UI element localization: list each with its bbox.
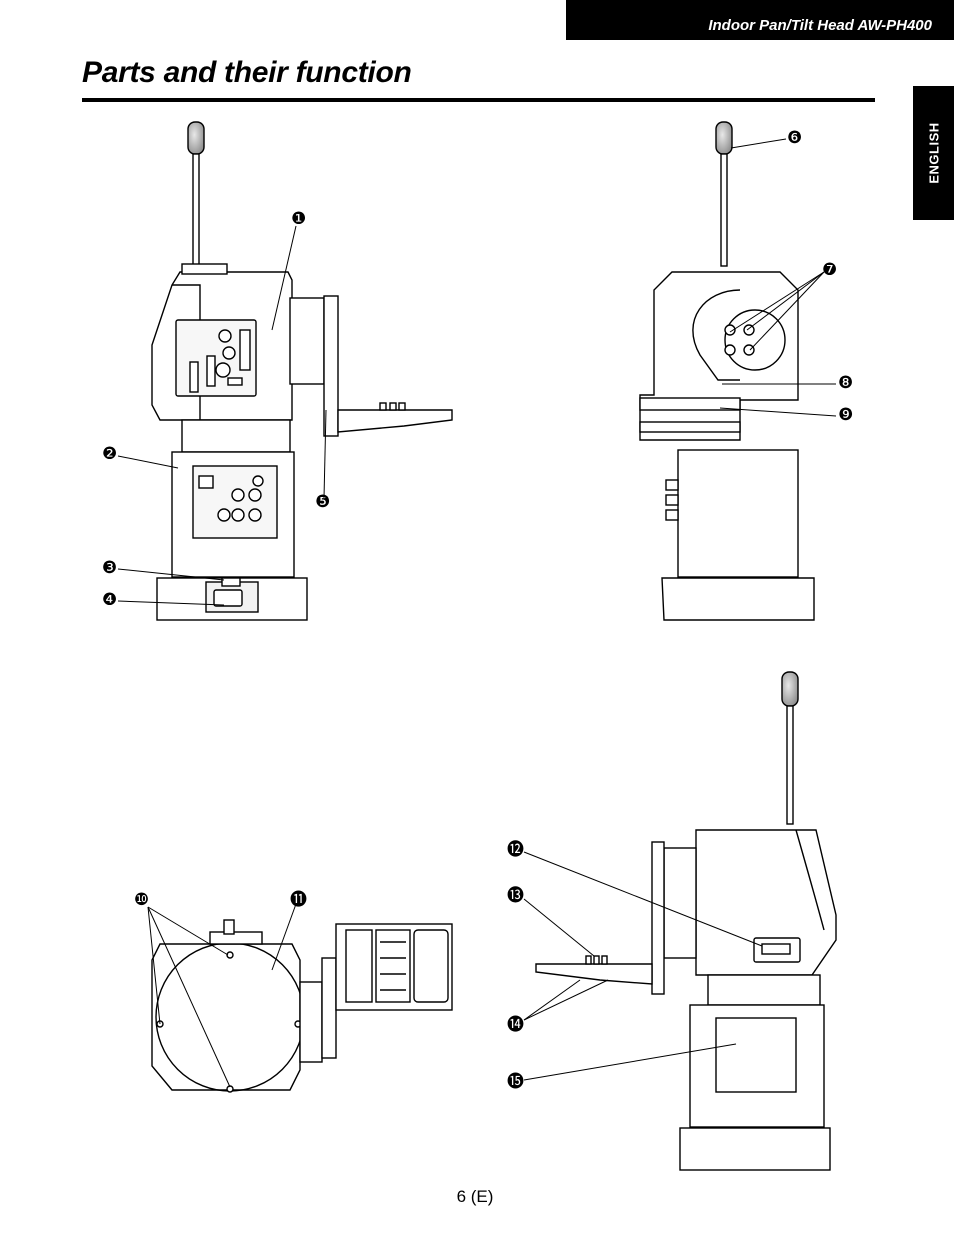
callout-9: ❾: [838, 405, 854, 425]
callout-7: ❼: [822, 260, 838, 280]
callout-10: ❿: [134, 890, 150, 910]
page-title: Parts and their function: [82, 56, 412, 89]
callout-5: ❺: [315, 492, 331, 512]
callout-leader-lines: [117, 138, 837, 1088]
header-bar: Indoor Pan/Tilt Head AW-PH400: [566, 0, 954, 40]
callout-4: ❹: [102, 590, 118, 610]
callout-14: ⓮: [507, 1015, 524, 1035]
callout-6: ❻: [787, 128, 803, 148]
callout-13: ⓭: [507, 886, 524, 906]
page-number-text: 6 (E): [456, 1187, 494, 1206]
rear-view-drawing: [535, 671, 837, 1171]
callout-15: ⓯: [507, 1072, 524, 1092]
callout-8: ❽: [838, 373, 854, 393]
side-view-drawing: [639, 121, 815, 621]
callout-11: ⓫: [290, 890, 307, 910]
callout-3: ❸: [102, 558, 118, 578]
front-view-drawing: [151, 121, 453, 621]
header-product-name: Indoor Pan/Tilt Head AW-PH400: [708, 17, 932, 34]
title-rule: [82, 98, 875, 102]
language-tab: ENGLISH: [913, 86, 954, 220]
callout-12: ⓬: [507, 840, 524, 860]
callout-2: ❷: [102, 444, 118, 464]
callout-1: ❶: [291, 209, 307, 229]
page-number: 6 (E): [0, 1187, 954, 1207]
bottom-view-drawing: [151, 919, 453, 1093]
